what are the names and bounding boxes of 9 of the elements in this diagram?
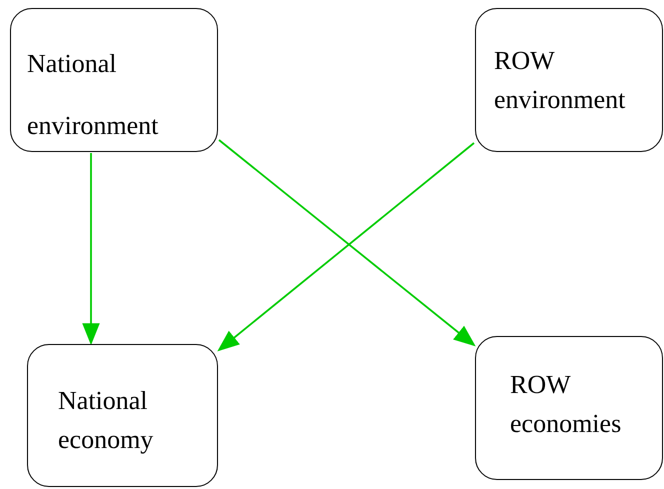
rounded-box [10, 8, 218, 152]
node-label: National environment [27, 48, 160, 142]
node-label: ROW economies [510, 369, 622, 440]
rounded-box [475, 336, 663, 480]
node-label: National economy [58, 385, 154, 456]
arrow [82, 153, 100, 346]
rounded-box [475, 8, 663, 152]
rounded-box [27, 344, 218, 487]
node-label: ROW environment [494, 45, 626, 116]
